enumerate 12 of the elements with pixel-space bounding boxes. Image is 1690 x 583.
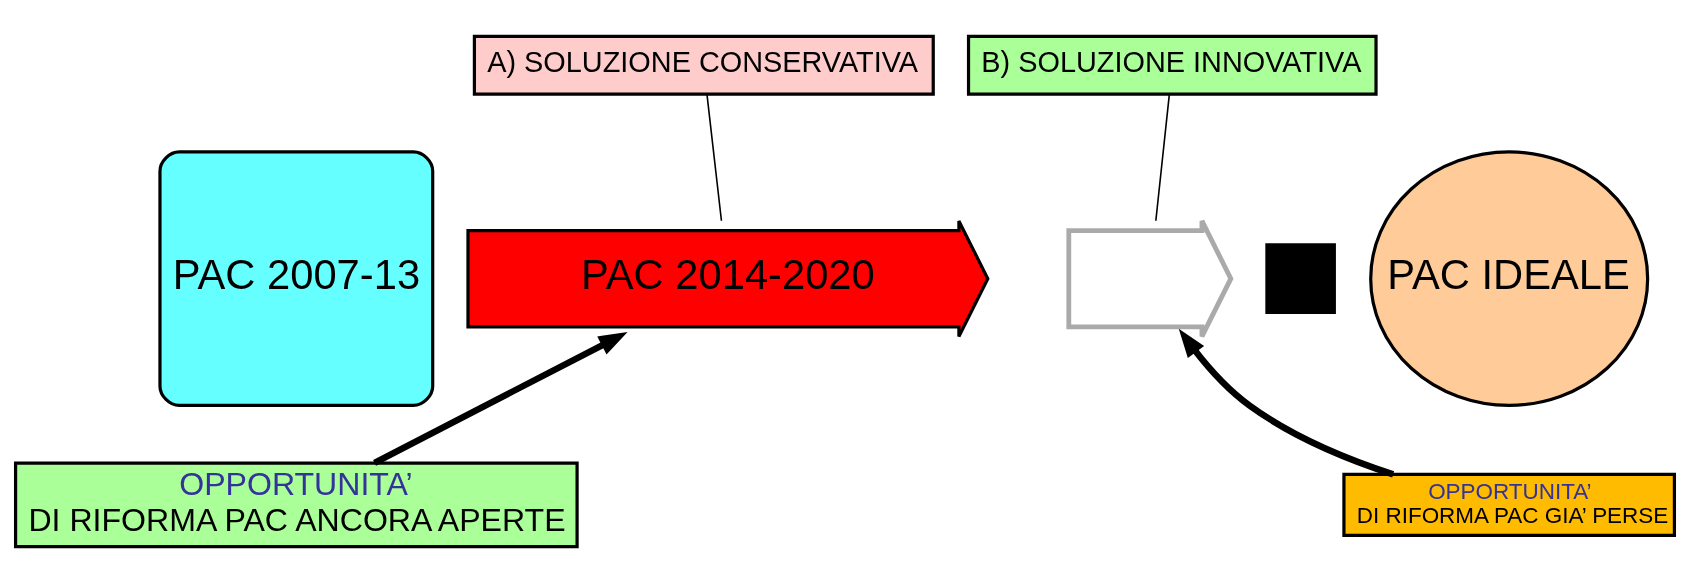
node-box: OPPORTUNITA’ DI RIFORMA PAC ANCORA APERTE bbox=[13, 461, 579, 549]
node-circle: PAC IDEALE bbox=[1369, 150, 1650, 407]
arrow bbox=[373, 332, 628, 466]
node-box: B) SOLUZIONE INNOVATIVA bbox=[966, 34, 1378, 96]
node-cross bbox=[1265, 243, 1336, 314]
connector bbox=[706, 93, 723, 222]
node-box: A) SOLUZIONE CONSERVATIVA bbox=[472, 34, 935, 96]
node-box: OPPORTUNITA’ DI RIFORMA PAC GIA’ PERSE bbox=[1342, 472, 1677, 537]
connector bbox=[1155, 93, 1171, 222]
node-box: PAC 2007-13 bbox=[158, 150, 435, 407]
node-arrow bbox=[1066, 218, 1234, 339]
arrow bbox=[1178, 328, 1395, 478]
